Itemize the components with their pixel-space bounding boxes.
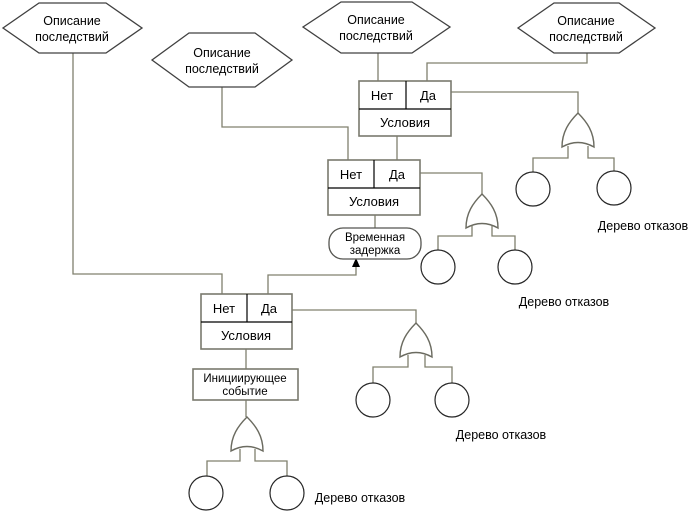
connector-hex1-to-conditions3-no <box>72 53 223 294</box>
connector-hex2-to-conditions2-no <box>221 87 349 160</box>
connector-gate4-right-branch <box>254 449 288 476</box>
or-gate-4 <box>230 416 264 453</box>
conditions-box-3: Нет Да Условия <box>200 293 293 350</box>
connector-conditions2-yes-to-gate2 <box>420 172 483 194</box>
basic-event-circle <box>420 249 456 285</box>
connector-conditions3-yes-to-gate3 <box>292 309 417 323</box>
conditions-cell: Условия <box>349 194 399 209</box>
time-delay-outline <box>328 227 422 260</box>
connector-hex4-to-conditions1-yes <box>426 53 588 81</box>
no-cell: Нет <box>340 167 362 182</box>
fault-tree-label-1: Дерево отказов <box>598 219 689 233</box>
or-gate-3 <box>399 322 433 359</box>
basic-event-circle <box>269 475 305 511</box>
hexagon-shape <box>301 1 452 54</box>
connector-gate3-left-branch <box>372 355 409 383</box>
yes-cell: Да <box>261 301 278 316</box>
yes-cell: Да <box>420 88 437 103</box>
fault-tree-label-2: Дерево отказов <box>519 295 610 309</box>
connector-gate1-right-branch <box>587 146 615 171</box>
no-cell: Нет <box>213 301 235 316</box>
connector-gate3-right-branch <box>424 355 453 383</box>
initiating-event-outline <box>192 368 299 401</box>
conditions-box-2: Нет Да Условия <box>327 159 421 216</box>
connector-gate2-left-branch <box>437 226 473 250</box>
conditions-box-1: Нет Да Условия <box>358 80 452 137</box>
yes-cell: Да <box>389 167 406 182</box>
connector-layer <box>72 53 615 476</box>
hexagon-shape <box>1 2 144 54</box>
basic-event-circle <box>515 171 551 207</box>
or-gate-1 <box>561 112 595 149</box>
fault-tree-label-3: Дерево отказов <box>456 428 547 442</box>
conditions-cell: Условия <box>221 328 271 343</box>
hexagon-shape <box>150 32 294 88</box>
or-gate-2 <box>465 193 499 230</box>
basic-event-circle <box>596 170 632 206</box>
hexagon-shape <box>516 2 657 54</box>
connector-conditions3-yes-to-time-delay <box>267 265 357 294</box>
fault-tree-label-4: Дерево отказов <box>315 491 406 505</box>
connector-gate1-left-branch <box>532 146 569 172</box>
no-cell: Нет <box>371 88 393 103</box>
basic-event-circle <box>355 382 391 418</box>
gate-layer <box>230 112 595 453</box>
conditions-cell: Условия <box>380 115 430 130</box>
connector-gate2-right-branch <box>491 226 516 250</box>
connector-conditions1-yes-to-gate1 <box>451 91 579 113</box>
basic-event-circle <box>434 382 470 418</box>
basic-event-circle <box>497 249 533 285</box>
basic-event-circle <box>188 475 224 511</box>
basic-event-layer <box>188 170 632 511</box>
arrowhead-into-time-delay <box>352 258 360 267</box>
connector-gate4-left-branch <box>206 449 241 476</box>
